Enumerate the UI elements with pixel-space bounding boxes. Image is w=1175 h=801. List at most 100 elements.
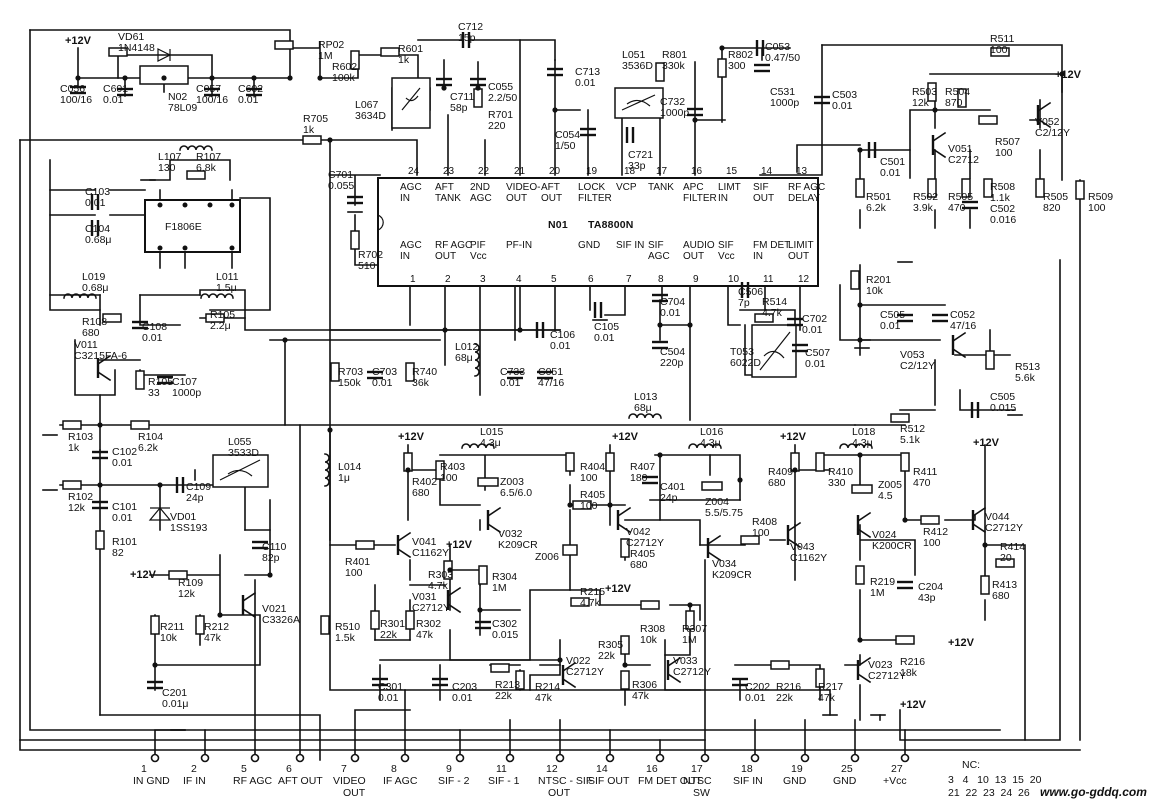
- resistor-symbol: [515, 670, 525, 690]
- component-ref: Z003: [500, 476, 524, 488]
- ic-pin-label: VIDEO-: [506, 182, 540, 193]
- junction-dot: [657, 452, 663, 458]
- ic-pin-label: IN: [400, 251, 410, 262]
- component-value: 220: [488, 120, 506, 132]
- component-value: 20: [1000, 552, 1012, 564]
- ic-pin-label: OUT: [506, 193, 527, 204]
- junction-dot: [687, 322, 693, 328]
- component-ref: L011: [216, 271, 239, 283]
- component-ref: T053: [730, 346, 754, 358]
- component-value: 12k: [912, 97, 930, 109]
- resistor-symbol: [717, 58, 727, 78]
- regulator-n02: [139, 65, 189, 85]
- junction-dot: [75, 75, 81, 81]
- component-value: 78L09: [168, 102, 197, 114]
- ic-ref: N01: [548, 219, 568, 231]
- component-ref: R308: [640, 623, 665, 635]
- ic-pin-number: 15: [726, 166, 738, 177]
- ic-pin-label: AUDIO: [683, 240, 715, 251]
- resistor-symbol: [957, 88, 967, 108]
- component-value: 22k: [776, 692, 794, 704]
- resistor-symbol: [565, 452, 575, 472]
- component-value: 0.01: [500, 377, 521, 389]
- component-value: 0.01: [238, 94, 259, 106]
- component-ref: L019: [82, 271, 106, 283]
- junction-dot: [737, 477, 743, 483]
- terminal-5: 5RF AGC: [233, 753, 273, 787]
- junction-dot: [447, 567, 453, 573]
- component-ref: C204: [918, 581, 943, 593]
- component-value: 680: [82, 327, 100, 339]
- terminal-label: GND: [833, 775, 857, 787]
- terminal-label: OUT: [343, 787, 366, 799]
- terminal-number: 2: [191, 763, 197, 775]
- terminal-pad: [605, 753, 615, 763]
- component-value: 4.7k: [580, 597, 601, 609]
- component-value: 100: [995, 147, 1013, 159]
- ic-pin-label: SIF: [718, 240, 734, 251]
- filter-z006: [562, 544, 578, 556]
- component-value: 18k: [900, 667, 918, 679]
- supply-plus12: +12V: [948, 637, 975, 649]
- component-value: 0.055: [328, 180, 354, 192]
- resistor-symbol: [640, 600, 660, 610]
- supply-plus12: +12V: [398, 431, 425, 443]
- junction-dot: [982, 542, 988, 548]
- component-value: 43p: [918, 592, 936, 604]
- transistor-leads: [561, 661, 577, 689]
- component-value: 0.01: [594, 332, 615, 344]
- component-value: 0.01: [112, 457, 133, 469]
- component-ref: R216: [900, 656, 925, 668]
- component-value: 1000p: [770, 97, 799, 109]
- component-value: 100k: [332, 72, 356, 84]
- diode-vd01: [148, 507, 172, 521]
- component-ref: R502: [913, 191, 938, 203]
- component-value: 6.8k: [196, 162, 217, 174]
- ic-pin-number: 22: [478, 166, 490, 177]
- ic-pin-label: PF-IN: [506, 240, 532, 251]
- component-value: 47/16: [950, 320, 976, 332]
- ic-pin-label: IN: [753, 251, 763, 262]
- resistor-symbol: [380, 47, 400, 57]
- junction-dot: [857, 452, 863, 458]
- resistor-symbol: [855, 565, 865, 585]
- component-value: 12k: [68, 502, 86, 514]
- component-value: 870: [945, 97, 963, 109]
- component-ref: C057: [196, 83, 221, 95]
- terminal-number: 11: [496, 763, 507, 775]
- component-value: 0.015: [492, 629, 518, 641]
- component-value: 0.01: [802, 324, 823, 336]
- ic-pin-label: Vcc: [718, 251, 735, 262]
- component-value: 82p: [262, 552, 280, 564]
- component-symbols: [139, 48, 873, 556]
- component-ref: V021: [262, 603, 287, 615]
- junction-dot: [97, 422, 103, 428]
